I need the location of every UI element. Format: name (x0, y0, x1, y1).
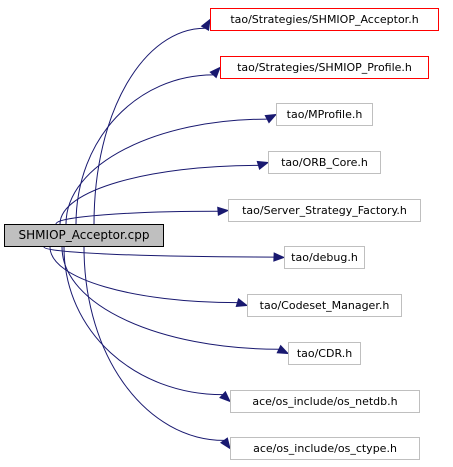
edge-arrowhead (220, 437, 231, 450)
include-node-shmiop-acceptor-h[interactable]: tao/Strategies/SHMIOP_Acceptor.h (210, 8, 439, 31)
edge-arrowhead (273, 252, 286, 262)
edge-arrowhead (209, 66, 221, 79)
edge-arrowhead (264, 113, 278, 124)
dependency-edge (63, 246, 223, 396)
dependency-edge (43, 246, 275, 258)
edge-arrowhead (256, 160, 270, 171)
edge-arrowhead (217, 206, 230, 217)
include-node-orb-core-h[interactable]: tao/ORB_Core.h (268, 151, 381, 174)
dependency-edge (75, 74, 214, 225)
dependency-edge (59, 164, 259, 225)
edge-arrowhead (200, 18, 211, 31)
include-node-mprofile-h[interactable]: tao/MProfile.h (276, 103, 373, 126)
dependency-edge (49, 246, 238, 304)
dependency-edge (55, 210, 219, 225)
dependency-edge (61, 246, 279, 350)
edge-arrowhead (276, 344, 290, 355)
include-node-debug-h[interactable]: tao/debug.h (284, 246, 365, 269)
dependency-edge (83, 246, 225, 441)
include-node-cdr-h[interactable]: tao/CDR.h (288, 342, 361, 365)
dependency-edge (65, 118, 268, 225)
edge-arrowhead (235, 297, 249, 308)
root-file-node[interactable]: SHMIOP_Acceptor.cpp (4, 224, 164, 247)
include-node-server-strategy-factory-h[interactable]: tao/Server_Strategy_Factory.h (228, 199, 421, 222)
include-node-shmiop-profile-h[interactable]: tao/Strategies/SHMIOP_Profile.h (220, 56, 429, 79)
edge-arrowhead (219, 390, 231, 403)
dependency-edge (93, 27, 206, 225)
include-node-os-ctype-h[interactable]: ace/os_include/os_ctype.h (230, 437, 420, 460)
include-node-codeset-manager-h[interactable]: tao/Codeset_Manager.h (247, 294, 402, 317)
include-node-os-netdb-h[interactable]: ace/os_include/os_netdb.h (230, 390, 420, 413)
